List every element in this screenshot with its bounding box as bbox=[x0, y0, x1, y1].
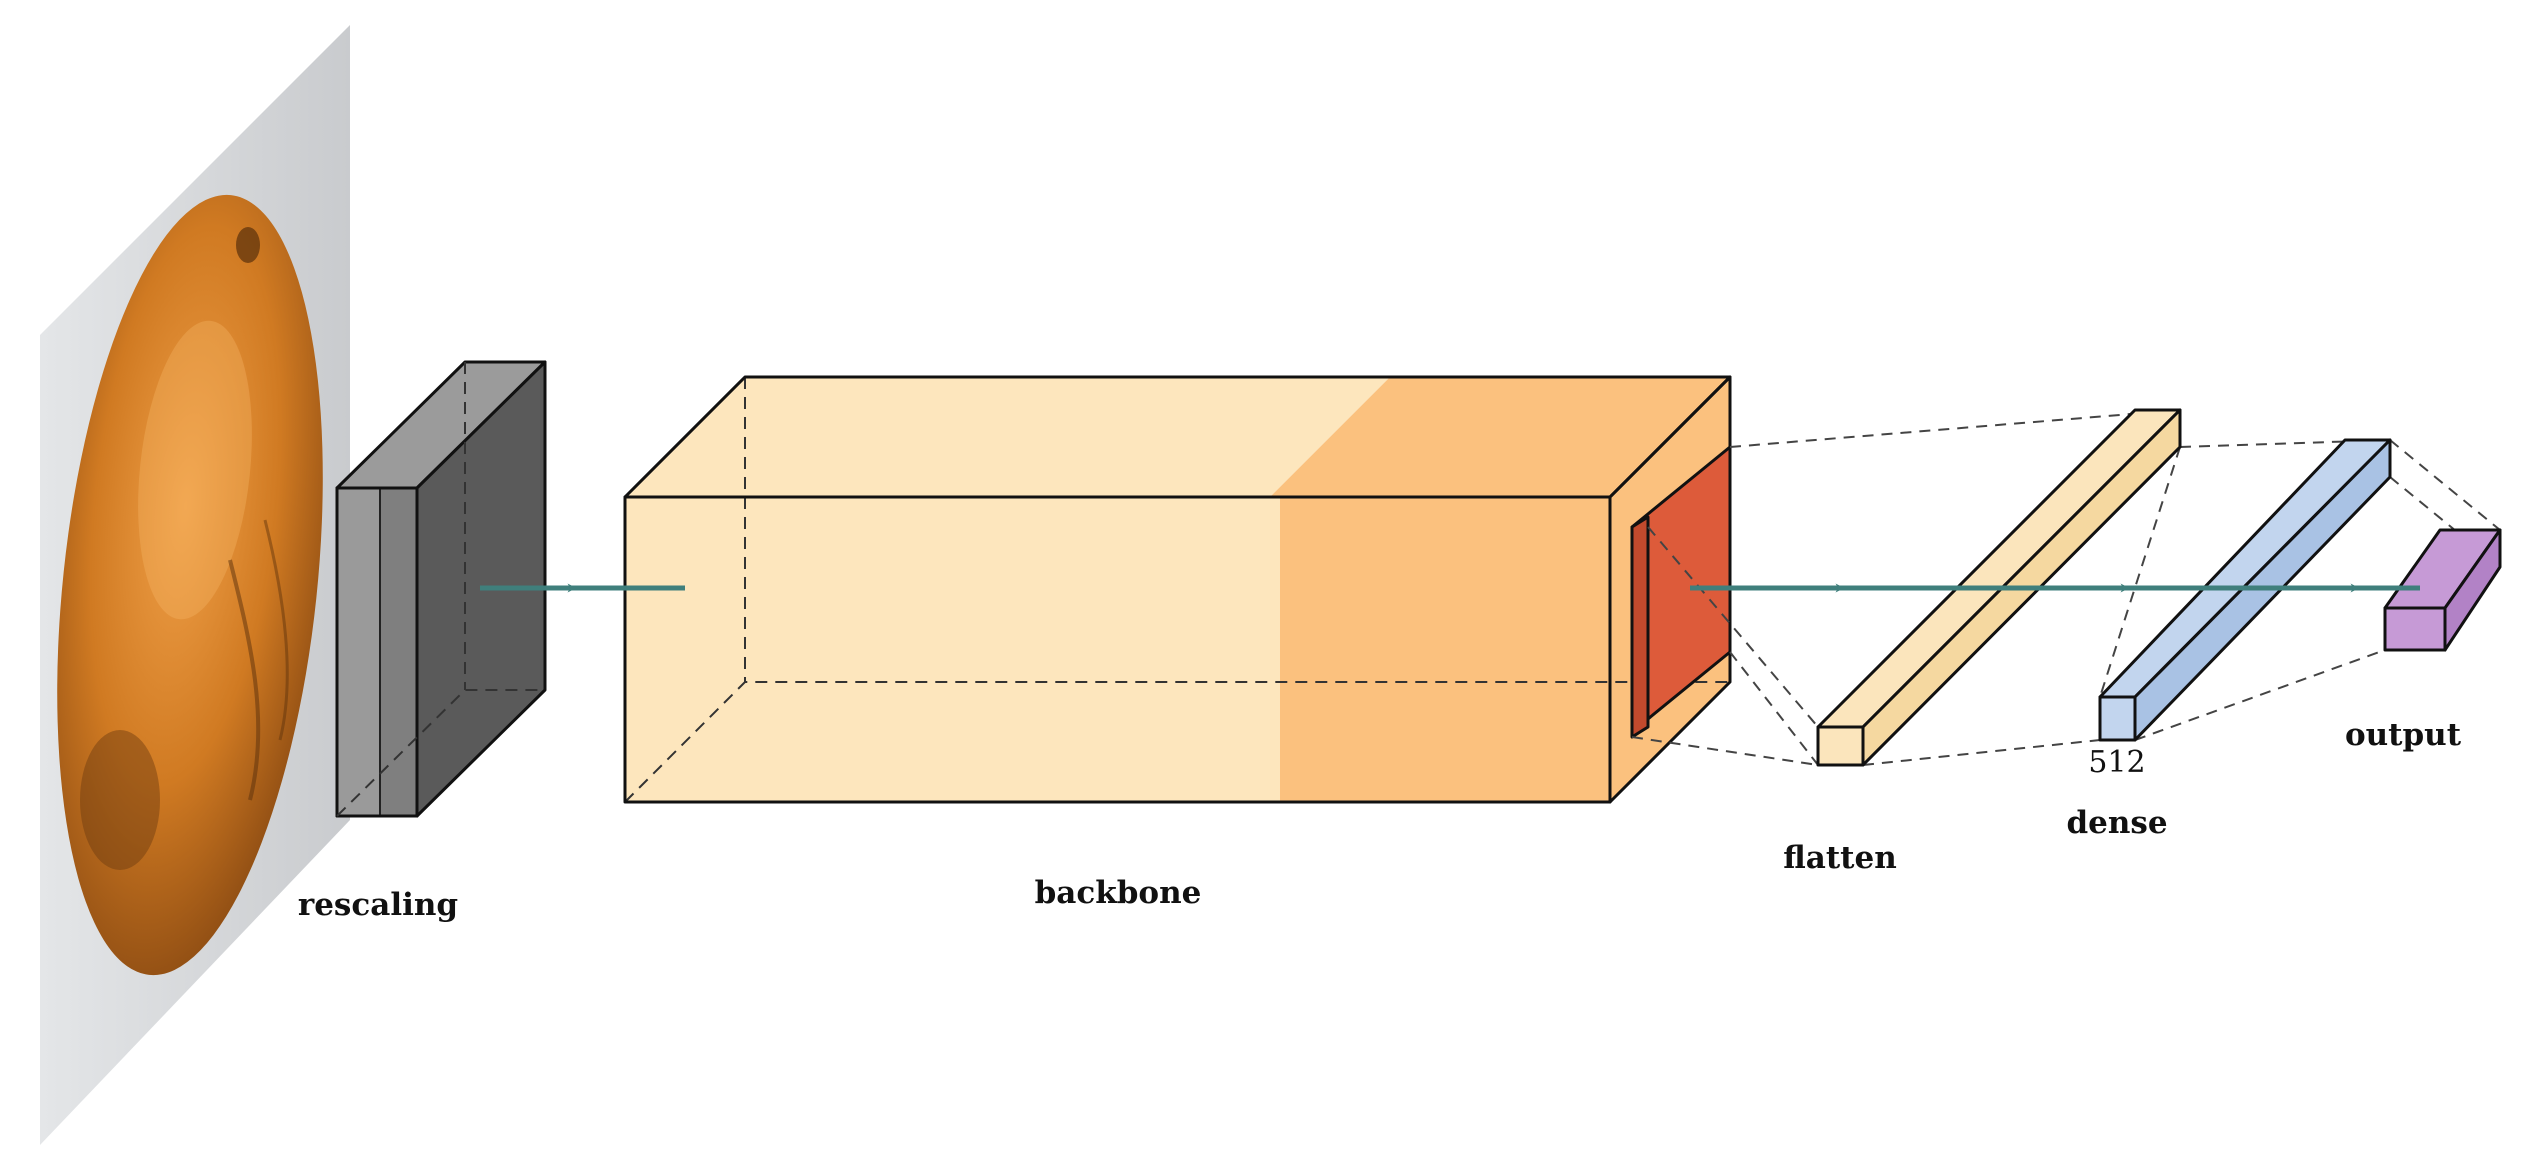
input-image bbox=[40, 25, 350, 1145]
output-label: output bbox=[2345, 717, 2462, 753]
dense-units-label: 512 bbox=[2088, 745, 2145, 780]
backbone-output-slice bbox=[1630, 445, 1732, 739]
fruit-image-icon bbox=[57, 194, 323, 976]
backbone-block bbox=[623, 375, 1732, 804]
rescaling-label: rescaling bbox=[298, 887, 458, 923]
backbone-label: backbone bbox=[1035, 875, 1202, 911]
flatten-label: flatten bbox=[1783, 840, 1897, 876]
dense-label: dense bbox=[2066, 805, 2167, 841]
